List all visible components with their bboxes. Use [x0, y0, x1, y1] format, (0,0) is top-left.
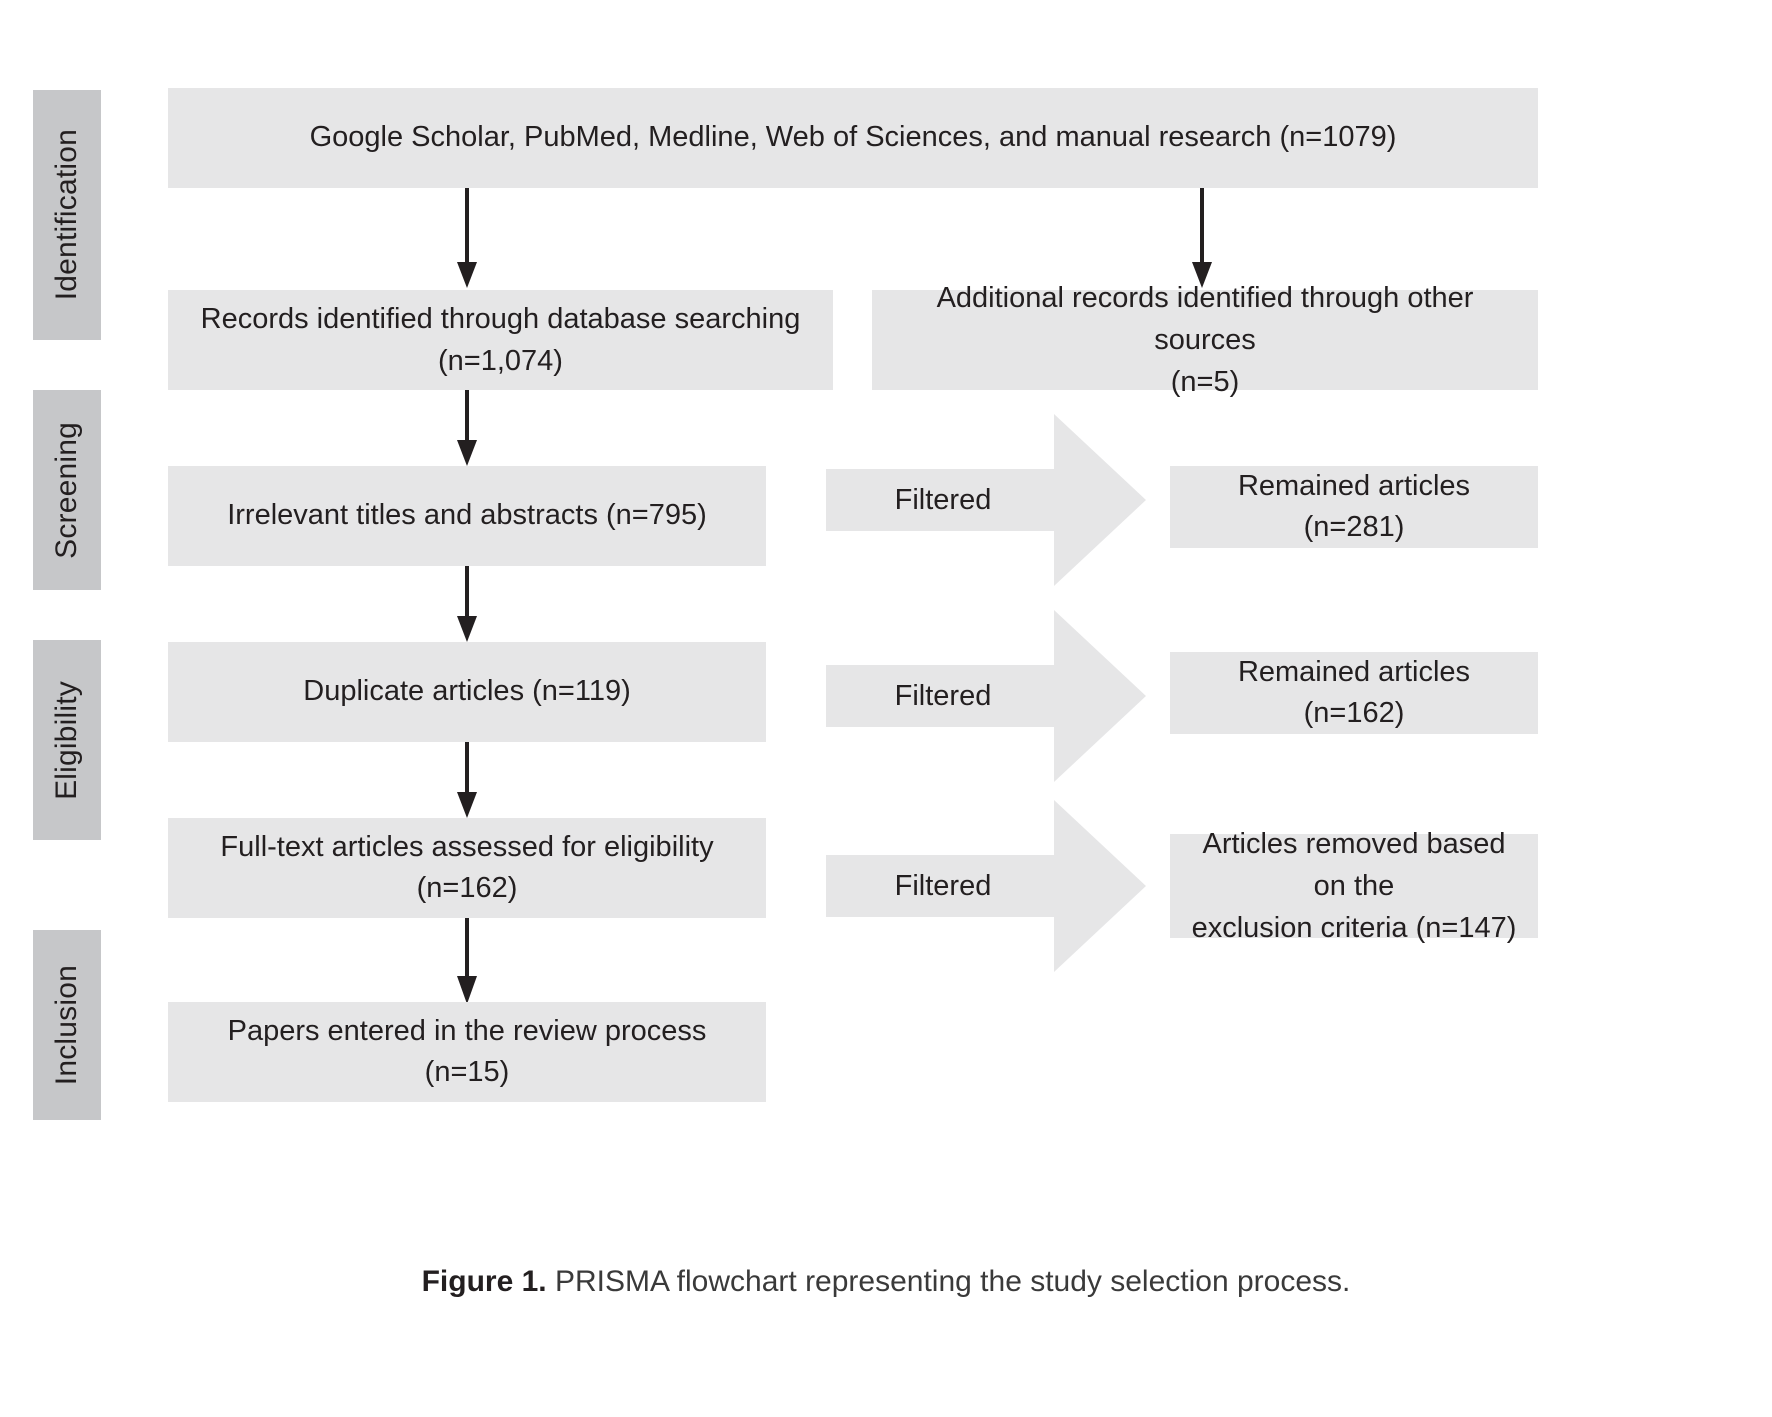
node-duplicate-articles: Duplicate articles (n=119): [168, 642, 766, 742]
stage-bar-screening: Screening: [33, 390, 101, 590]
node-remained-281-text: Remained articles (n=281): [1237, 469, 1471, 543]
block-arrow-filtered-2: Filtered: [826, 610, 1146, 782]
stage-bar-eligibility: Eligibility: [33, 640, 101, 840]
figure-caption-text: PRISMA flowchart representing the study …: [554, 1265, 1351, 1298]
node-articles-removed-line1: Articles removed based on the: [1202, 827, 1506, 902]
block-arrow-shape-1: [826, 414, 1146, 586]
node-remained-162-text: Remained articles (n=162): [1237, 655, 1471, 729]
figure-caption-label: Figure 1.: [421, 1265, 547, 1298]
stage-label-inclusion: Inclusion: [50, 964, 83, 1086]
node-papers-entered: Papers entered in the review process (n=…: [168, 1002, 766, 1102]
node-remained-281: Remained articles (n=281): [1170, 466, 1538, 548]
node-fulltext-assessed: Full-text articles assessed for eligibil…: [168, 818, 766, 918]
stage-bar-identification: Identification: [33, 90, 101, 340]
figure-caption: Figure 1. PRISMA flowchart representing …: [0, 1265, 1772, 1299]
node-articles-removed-text: Articles removed based on the exclusion …: [1188, 823, 1520, 949]
block-arrow-filtered-1: Filtered: [826, 414, 1146, 586]
connector-sources-to-other-sources: [1187, 188, 1217, 292]
node-other-sources: Additional records identified through ot…: [872, 282, 1538, 398]
block-arrow-shape-3: [826, 800, 1146, 972]
node-other-sources-line2: (n=5): [1170, 366, 1240, 399]
node-fulltext-assessed-text: Full-text articles assessed for eligibil…: [220, 830, 714, 904]
stage-label-screening: Screening: [50, 421, 83, 559]
block-arrow-filtered-3: Filtered: [826, 800, 1146, 972]
node-irrelevant-titles: Irrelevant titles and abstracts (n=795): [168, 466, 766, 566]
node-articles-removed: Articles removed based on the exclusion …: [1170, 828, 1538, 944]
stage-label-eligibility: Eligibility: [50, 680, 83, 800]
connector-sources-to-database: [452, 188, 482, 292]
node-database-records-line2: (n=1,074): [438, 345, 563, 377]
connector-fulltext-to-papers: [452, 918, 482, 1006]
node-sources-text: Google Scholar, PubMed, Medline, Web of …: [309, 121, 1397, 154]
node-duplicate-articles-text: Duplicate articles (n=119): [303, 675, 631, 708]
node-remained-162: Remained articles (n=162): [1170, 652, 1538, 734]
node-other-sources-line1: Additional records identified through ot…: [936, 281, 1474, 356]
connector-irrelevant-to-duplicates: [452, 566, 482, 644]
node-irrelevant-titles-text: Irrelevant titles and abstracts (n=795): [227, 499, 707, 532]
node-other-sources-text: Additional records identified through ot…: [890, 277, 1520, 403]
node-papers-entered-text: Papers entered in the review process (n=…: [227, 1014, 707, 1088]
node-sources: Google Scholar, PubMed, Medline, Web of …: [168, 88, 1538, 188]
node-database-records-text: Records identified through database sear…: [201, 298, 801, 382]
node-database-records-line1: Records identified through database sear…: [200, 302, 801, 335]
stage-label-identification: Identification: [50, 129, 83, 301]
node-articles-removed-line2: exclusion criteria (n=147): [1191, 912, 1517, 945]
connector-database-to-irrelevant: [452, 390, 482, 468]
node-database-records: Records identified through database sear…: [168, 290, 833, 390]
stage-bar-inclusion: Inclusion: [33, 930, 101, 1120]
block-arrow-shape-2: [826, 610, 1146, 782]
connector-duplicates-to-fulltext: [452, 742, 482, 820]
